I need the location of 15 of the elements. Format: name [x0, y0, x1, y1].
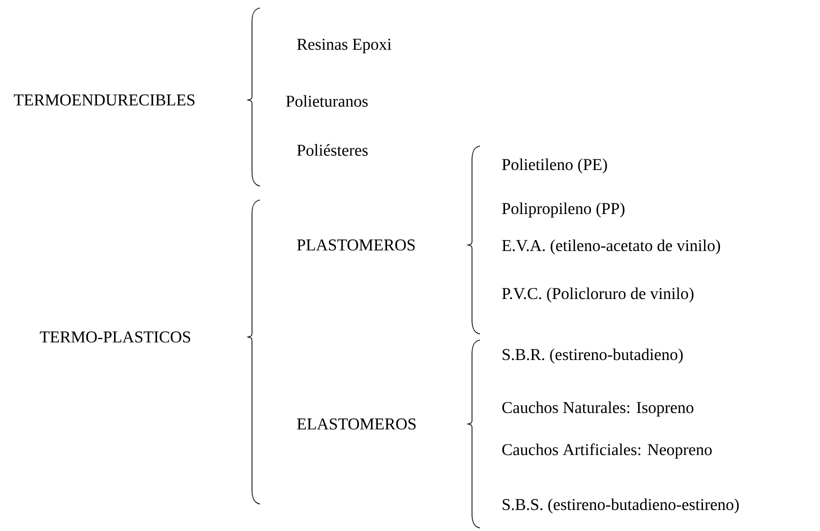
subcategory-label: ELASTOMEROS	[297, 418, 416, 430]
material-label: Polietileno (PE)	[502, 158, 607, 174]
material-label: P.V.C. (Policloruro de vinilo)	[502, 288, 694, 302]
material-label: S.B.R. (estireno-butadieno)	[502, 348, 683, 364]
material-label: Resinas Epoxi	[297, 38, 392, 54]
subcategory-label: PLASTOMEROS	[297, 239, 415, 251]
material-label: Cauchos Naturales: Isopreno	[502, 402, 694, 416]
material-label: S.B.S. (estireno-butadieno-estireno)	[502, 498, 739, 514]
material-label: Polipropileno (PP)	[502, 202, 624, 218]
material-label: Polieturanos	[286, 95, 368, 107]
category-label: TERMOENDURECIBLES	[14, 94, 194, 106]
material-label: Poliésteres	[297, 144, 368, 156]
category-label: TERMO-PLASTICOS	[40, 331, 190, 343]
material-label: E.V.A. (etileno-acetato de vinilo)	[502, 240, 720, 254]
material-label: Cauchos Artificiales: Neopreno	[502, 443, 712, 459]
